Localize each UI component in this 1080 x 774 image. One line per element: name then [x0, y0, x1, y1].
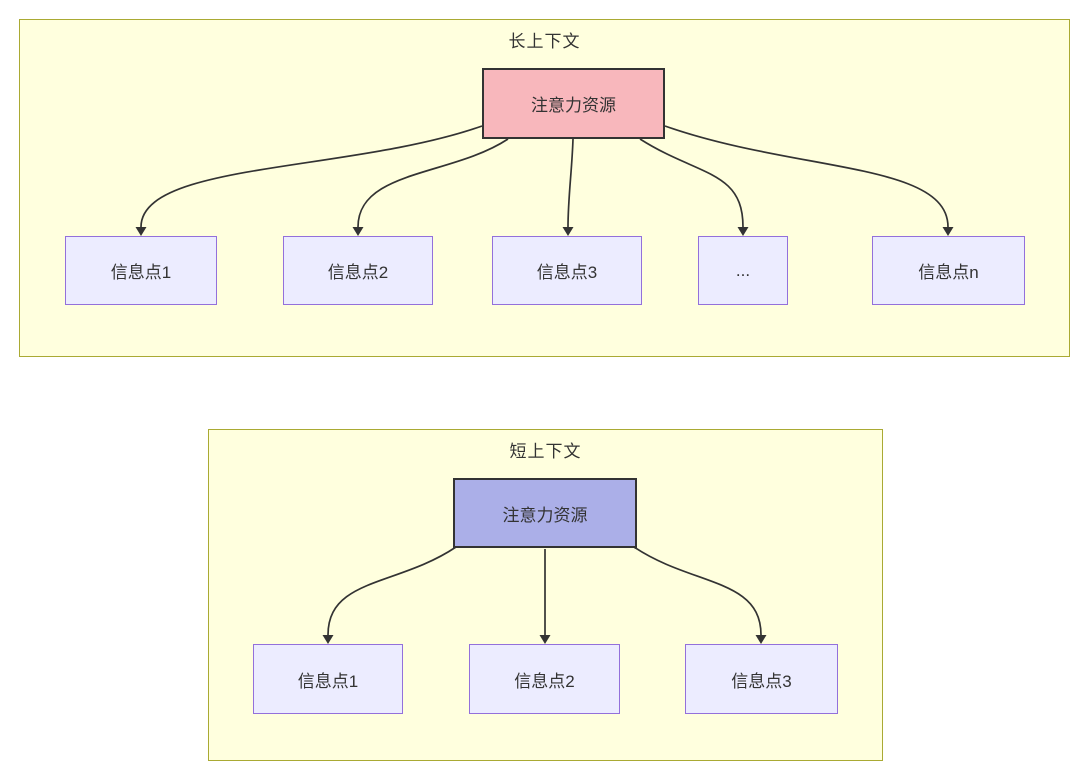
info-point-node: 信息点2 [283, 236, 433, 305]
short-context-title: 短上下文 [509, 442, 582, 461]
info-point-node: 信息点3 [685, 644, 838, 714]
attention-resource-node-short: 注意力资源 [453, 478, 637, 548]
attention-resource-node-long: 注意力资源 [482, 68, 665, 139]
info-point-node: 信息点1 [65, 236, 217, 305]
info-point-node: 信息点n [872, 236, 1025, 305]
info-point-node: 信息点3 [492, 236, 642, 305]
info-point-node: 信息点1 [253, 644, 403, 714]
info-point-node-ellipsis: ... [698, 236, 788, 305]
long-context-title: 长上下文 [508, 32, 581, 51]
info-point-node: 信息点2 [469, 644, 620, 714]
